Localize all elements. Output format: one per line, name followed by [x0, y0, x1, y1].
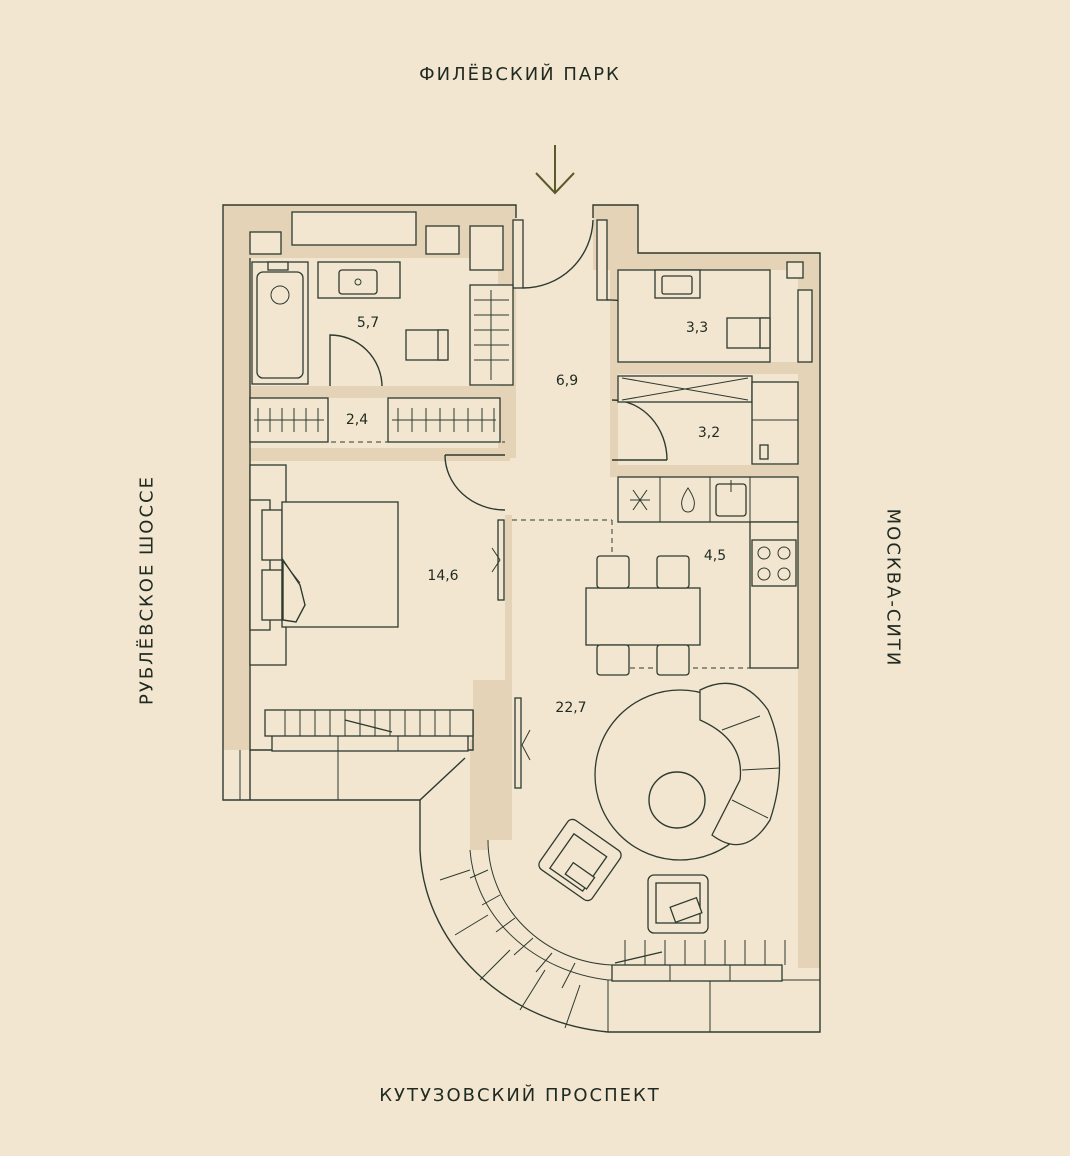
- room-area-storage: 3,2: [697, 425, 721, 441]
- wardrobes: [249, 397, 501, 443]
- direction-north-label: ФИЛЁВСКИЙ ПАРК: [419, 64, 621, 85]
- living-furniture: [538, 682, 781, 934]
- room-area-kitchen: 4,5: [703, 548, 727, 564]
- room-area-bedroom: 14,6: [427, 568, 459, 584]
- direction-east-label: МОСКВА-СИТИ: [882, 508, 904, 668]
- storage-fixtures: [617, 375, 799, 465]
- outlines: [222, 204, 821, 1033]
- room-area-bathroom: 5,7: [356, 315, 380, 331]
- doors: [329, 219, 671, 789]
- room-area-wc: 3,3: [685, 320, 709, 336]
- bathroom-fixtures: [249, 211, 514, 386]
- kitchen-fixtures: [585, 476, 799, 676]
- direction-west-label: РУБЛЁВСКОЕ ШОССЕ: [136, 475, 158, 705]
- room-area-living: 22,7: [555, 700, 587, 716]
- entrance-arrow-icon: [535, 145, 575, 195]
- direction-south-label: КУТУЗОВСКИЙ ПРОСПЕКТ: [379, 1085, 661, 1106]
- room-area-hall: 6,9: [555, 373, 579, 389]
- wc-fixtures: [617, 261, 813, 363]
- room-area-corridor-closet: 2,4: [345, 412, 369, 428]
- bedroom-furniture: [249, 464, 399, 666]
